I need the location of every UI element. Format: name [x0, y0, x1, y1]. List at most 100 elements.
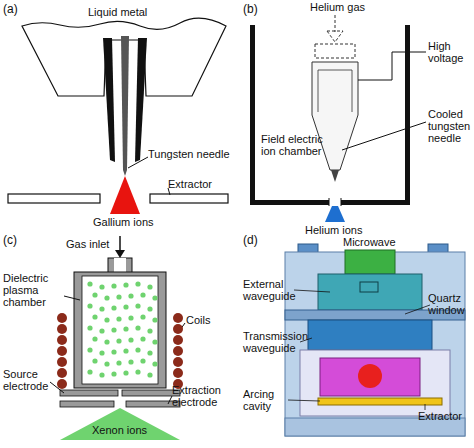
plasma-source-part — [64, 296, 80, 300]
gfis-source-part — [335, 15, 336, 32]
plasma-source-part — [123, 370, 128, 375]
microwave-source-part — [288, 400, 320, 401]
part-label: Transmission waveguide — [243, 330, 317, 354]
plasma-source-part — [128, 337, 133, 342]
plasma-source-part — [140, 336, 145, 341]
chamber-label: Field electric ion chamber — [261, 133, 323, 157]
part-label: Quartz window — [428, 292, 472, 316]
microwave-source-part — [285, 252, 465, 436]
part-label: High voltage — [428, 40, 472, 64]
plasma-source-part — [123, 326, 128, 331]
gfis-source-part — [358, 52, 426, 80]
plasma-source-part — [57, 346, 67, 356]
plasma-source-part — [147, 328, 152, 333]
plasma-source-part — [147, 350, 152, 355]
plasma-source-part — [152, 295, 157, 300]
plasma-source-part — [123, 348, 128, 353]
plasma-source-part — [116, 294, 121, 299]
plasma-source-part — [99, 372, 104, 377]
gfis-source-part — [318, 70, 352, 71]
plasma-source-part — [87, 281, 92, 286]
plasma-source-part — [126, 401, 180, 407]
plasma-source-part — [99, 306, 104, 311]
plasma-source-part — [147, 284, 152, 289]
plasma-source-part — [152, 361, 157, 366]
plasma-source-part — [87, 347, 92, 352]
gfis-source-part — [352, 70, 353, 112]
plasma-source-part — [140, 358, 145, 363]
plasma-source-part — [104, 295, 109, 300]
plasma-source-part — [111, 349, 116, 354]
plasma-source-part — [135, 325, 140, 330]
plasma-source-part — [57, 313, 67, 323]
microwave-source-part — [345, 250, 395, 274]
part-label: Liquid metal — [88, 6, 147, 18]
part-label: Cooled tungsten needle — [428, 108, 474, 144]
plasma-source-part — [173, 357, 183, 367]
lmis-source-part — [121, 36, 129, 176]
part-label: Extractor — [168, 178, 212, 190]
plasma-source-part — [152, 317, 157, 322]
lmis-source-part — [135, 38, 147, 162]
plasma-source-part — [60, 390, 118, 396]
plasma-source-part — [104, 361, 109, 366]
plasma-source-part — [116, 360, 121, 365]
plasma-source-part — [140, 314, 145, 319]
part-label: Coils — [186, 314, 210, 326]
plasma-source-part — [128, 293, 133, 298]
plasma-source-part — [122, 390, 180, 396]
part-label: Extraction electrode — [172, 384, 234, 408]
part-label: Microwave — [343, 236, 396, 248]
part-label: Xenon ions — [92, 424, 147, 436]
plasma-source-part — [147, 306, 152, 311]
plasma-source-part — [57, 357, 67, 367]
panel-letter: (c) — [3, 234, 17, 247]
microwave-source-part — [308, 320, 432, 350]
lmis-source — [8, 18, 228, 214]
panel-letter: (d) — [243, 234, 258, 247]
plasma-source-part — [92, 314, 97, 319]
plasma-source-part — [115, 250, 125, 258]
plasma-source-part — [135, 369, 140, 374]
plasma-source-part — [60, 408, 180, 440]
plasma-source-part — [140, 292, 145, 297]
plasma-source-part — [111, 305, 116, 310]
plasma-source-part — [173, 346, 183, 356]
plasma-source-part — [99, 284, 104, 289]
microwave-source-part — [360, 282, 378, 292]
microwave-source-part — [318, 274, 422, 310]
panel-letter: (b) — [243, 3, 258, 16]
plasma-source-part — [128, 359, 133, 364]
plasma-source-part — [57, 368, 67, 378]
lmis-source-part — [103, 38, 115, 162]
lmis-source-part — [150, 194, 228, 203]
microwave-source-part — [294, 290, 330, 292]
lmis-source-part — [128, 157, 148, 168]
plasma-source-part — [92, 336, 97, 341]
part-label: Extractor — [418, 410, 462, 422]
part-label: Helium gas — [310, 1, 365, 13]
plasma-source-part — [99, 328, 104, 333]
gfis-source-part — [331, 170, 339, 182]
plasma-source-part — [116, 316, 121, 321]
part-label: Gas inlet — [66, 238, 109, 250]
microwave-source-part — [405, 305, 430, 314]
plasma-source-part — [104, 317, 109, 322]
plasma-source-part — [74, 272, 166, 388]
plasma-source-part — [168, 396, 172, 404]
plasma-source-part — [135, 303, 140, 308]
plasma-source-part — [57, 335, 67, 345]
gfis-source-part — [325, 206, 345, 222]
plasma-source-part — [92, 358, 97, 363]
plasma-source-part — [57, 379, 67, 389]
plasma-source-part — [135, 281, 140, 286]
plasma-source-part — [152, 339, 157, 344]
plasma-source-part — [111, 283, 116, 288]
part-label: Tungsten needle — [148, 148, 230, 160]
plasma-source-part — [116, 338, 121, 343]
gfis-source-part — [315, 44, 355, 58]
plasma-source-part — [123, 304, 128, 309]
lmis-source-part — [8, 194, 100, 203]
